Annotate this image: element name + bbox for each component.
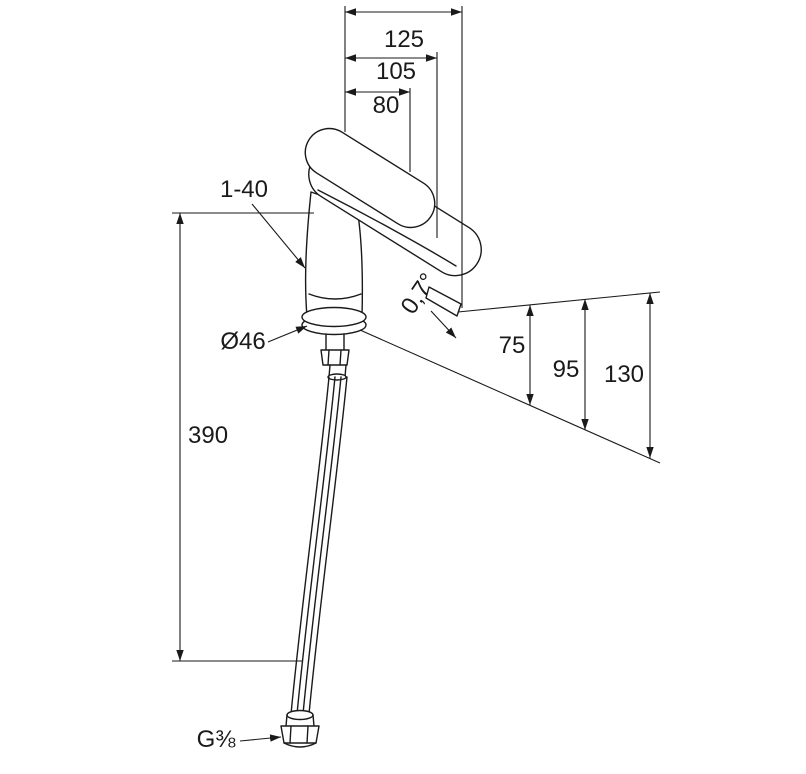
fitting-collar bbox=[286, 709, 314, 721]
dim-outlet-angle: 0,7° bbox=[396, 268, 442, 319]
extension-line bbox=[457, 291, 661, 313]
fitting-sides bbox=[285, 714, 315, 727]
extension-line bbox=[359, 329, 661, 464]
dimension-labels: 125 105 80 1-40 Ø46 0,7° 75 95 130 390 G… bbox=[188, 26, 644, 753]
base-flange-upper bbox=[301, 306, 367, 328]
fitting-bottom bbox=[283, 742, 317, 748]
spout-outlet bbox=[425, 286, 462, 317]
faucet-lever bbox=[304, 127, 436, 229]
hose-line bbox=[308, 376, 348, 715]
leader-connection-thread bbox=[239, 734, 282, 742]
body-joint-line bbox=[308, 293, 362, 300]
faucet-figure bbox=[280, 127, 482, 748]
hose-line bbox=[290, 376, 330, 715]
dim-hose-length: 390 bbox=[188, 422, 228, 449]
dimension-lines bbox=[172, 6, 661, 742]
spout-contour-line bbox=[317, 189, 457, 267]
dim-height-outlet: 75 bbox=[499, 332, 526, 359]
dim-reach-outer: 125 bbox=[384, 26, 424, 53]
mounting-nut-facets bbox=[327, 349, 342, 366]
mounting-nut bbox=[320, 349, 350, 366]
dim-height-total: 130 bbox=[604, 361, 644, 388]
dim-reach-mid: 105 bbox=[376, 58, 416, 85]
leader-base-diameter bbox=[267, 325, 308, 343]
hose-fitting bbox=[280, 709, 320, 748]
leader-outlet-angle bbox=[430, 310, 457, 339]
mounting-shank bbox=[325, 333, 345, 351]
dim-mount-thickness: 1-40 bbox=[220, 176, 268, 203]
dim-base-diameter: Ø46 bbox=[220, 328, 265, 355]
dim-reach-inner: 80 bbox=[373, 92, 400, 119]
leader-mount-thickness bbox=[251, 203, 306, 269]
fitting-nut bbox=[280, 725, 320, 744]
tailpiece-end bbox=[327, 373, 347, 381]
hose-line bbox=[302, 376, 342, 715]
fitting-nut-facets bbox=[289, 725, 309, 744]
supply-hoses bbox=[290, 376, 348, 715]
dim-height-mid: 95 bbox=[553, 356, 580, 383]
hose-line bbox=[296, 376, 336, 715]
dim-connection-thread: G⅜ bbox=[197, 726, 237, 753]
